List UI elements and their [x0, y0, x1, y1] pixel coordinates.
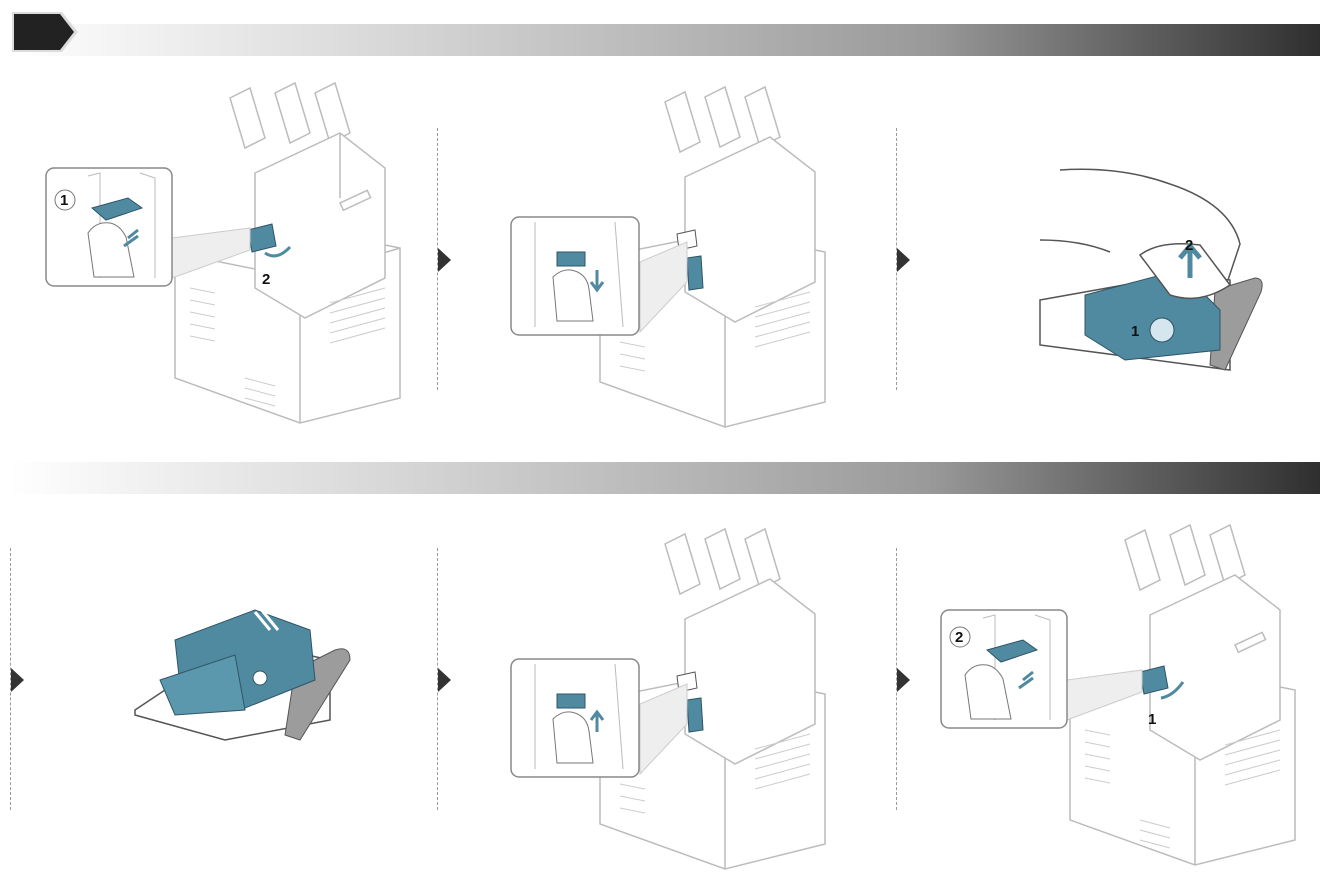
step-6-callout-1: 1 — [1148, 711, 1156, 728]
step-4-illustration — [130, 600, 360, 750]
step-6-callout-2: 2 — [955, 629, 963, 646]
step-arrow-icon — [897, 668, 910, 692]
step-6-illustration: 2 1 — [935, 520, 1315, 875]
section-badge — [12, 12, 78, 52]
step-arrow-icon — [438, 668, 451, 692]
step-3-illustration: 1 2 — [1030, 160, 1270, 380]
step-1-illustration: 1 2 — [40, 78, 420, 428]
separator — [896, 548, 897, 810]
step-3-callout-2: 2 — [1185, 237, 1193, 254]
step-5-illustration — [505, 524, 845, 874]
separator — [10, 548, 11, 810]
separator — [437, 548, 438, 810]
step-1-callout-2: 2 — [262, 271, 270, 288]
separator — [437, 128, 438, 390]
step-2-illustration — [505, 82, 845, 432]
step-arrow-icon — [897, 248, 910, 272]
step-1-callout-1: 1 — [60, 192, 68, 209]
separator — [896, 128, 897, 390]
step-arrow-icon — [438, 248, 451, 272]
divider-band — [8, 462, 1320, 494]
header-band — [8, 24, 1320, 56]
step-3-callout-1: 1 — [1131, 323, 1139, 340]
step-arrow-icon — [11, 668, 24, 692]
